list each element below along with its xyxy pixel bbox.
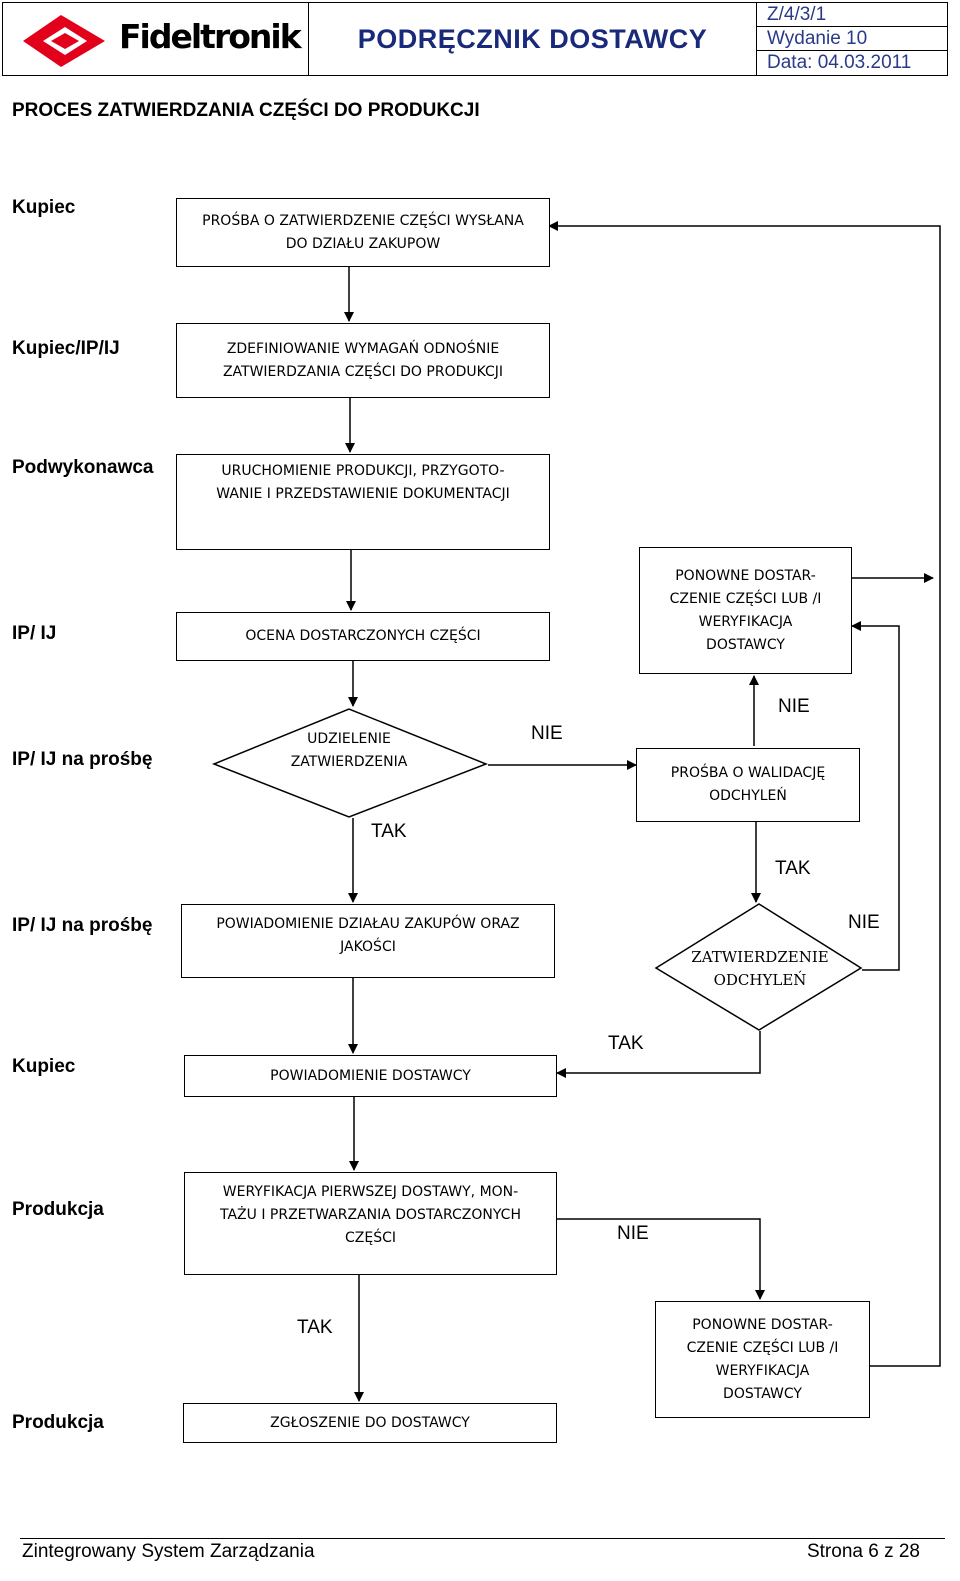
- role-label: Podwykonawca: [12, 457, 154, 478]
- label-no: NIE: [531, 723, 563, 744]
- box-line: WERYFIKACJA PIERWSZEJ DOSTAWY, MON-: [222, 1184, 519, 1200]
- box-define-requirements: ZDEFINIOWANIE WYMAGAŃ ODNOŚNIE ZATWIERDZA…: [176, 323, 550, 398]
- flow-arrow: [851, 621, 900, 971]
- role-label: Produkcja: [12, 1412, 104, 1433]
- box-line: CZĘŚCI: [344, 1230, 396, 1246]
- box-line: URUCHOMIENIE PRODUKCJI, PRZYGOTO-: [221, 463, 505, 479]
- footer-system: Zintegrowany System Zarządzania: [22, 1541, 315, 1562]
- box-line: CZENIE CZĘŚCI LUB /I: [686, 1339, 839, 1356]
- document-meta: Z/4/3/1 Wydanie 10 Data: 04.03.2011: [757, 3, 947, 75]
- flow-arrow: [557, 1218, 765, 1300]
- box-redelivery-bottom: PONOWNE DOSTAR- CZENIE CZĘŚCI LUB /I WERYF…: [655, 1301, 870, 1418]
- box-line: WANIE I PRZEDSTAWIENIE DOKUMENTACJI: [216, 486, 510, 502]
- decision-deviation-text: ZATWIERDZENIE ODCHYLEŃ: [675, 946, 845, 992]
- document-code: Z/4/3/1: [757, 3, 947, 27]
- box-line: UDZIELENIE: [307, 731, 391, 747]
- fideltronik-logo-icon: [23, 15, 105, 67]
- box-line: WERYFIKACJA: [715, 1362, 810, 1379]
- box-line: DOSTAWCY: [706, 636, 785, 653]
- label-yes: TAK: [297, 1317, 333, 1338]
- box-line: PROŚBA O ZATWIERDZENIE CZĘŚCI WYSŁANA: [202, 212, 524, 229]
- document-date: Data: 04.03.2011: [767, 52, 912, 73]
- flow-arrow: [548, 221, 941, 1367]
- label-no: NIE: [778, 696, 810, 717]
- box-redelivery-top: PONOWNE DOSTAR- CZENIE CZĘŚCI LUB /I WERYF…: [639, 547, 852, 674]
- box-line: WERYFIKACJA: [698, 613, 793, 630]
- document-edition: Wydanie 10: [757, 27, 947, 51]
- box-line: PROŚBA O WALIDACJĘ: [670, 765, 826, 781]
- brand-name: Fideltronik: [119, 17, 302, 56]
- box-line: ODCHYLEŃ: [709, 788, 787, 804]
- box-request-approval: PROŚBA O ZATWIERDZENIE CZĘŚCI WYSŁANA DO …: [176, 198, 550, 267]
- label-yes: TAK: [371, 821, 407, 842]
- page-title: PROCES ZATWIERDZANIA CZĘŚCI DO PRODUKCJI: [12, 100, 480, 121]
- box-delivery-report: ZGŁOSZENIE DO DOSTAWCY: [183, 1403, 557, 1443]
- box-line: JAKOŚCI: [340, 939, 396, 955]
- decision-diamond-approval: [211, 708, 489, 818]
- label-yes: TAK: [608, 1033, 644, 1054]
- box-line: POWIADOMIENIE DZIAŁAU ZAKUPÓW ORAZ: [216, 916, 520, 932]
- box-deviation-request: PROŚBA O WALIDACJĘ ODCHYLEŃ: [636, 748, 860, 822]
- role-label: Kupiec/IP/IJ: [12, 338, 120, 359]
- box-line: PONOWNE DOSTAR-: [675, 567, 816, 584]
- label-yes: TAK: [775, 858, 811, 879]
- box-notify-supplier: POWIADOMIENIE DOSTAWCY: [184, 1055, 557, 1097]
- box-line: ZDEFINIOWANIE WYMAGAŃ ODNOŚNIE: [226, 340, 500, 357]
- footer-page-number: Strona 6 z 28: [806, 1541, 920, 1562]
- box-start-production: URUCHOMIENIE PRODUKCJI, PRZYGOTO- WANIE I…: [176, 454, 550, 550]
- box-line: PONOWNE DOSTAR-: [692, 1316, 833, 1333]
- box-evaluate-parts: OCENA DOSTARCZONYCH CZĘŚCI: [176, 612, 550, 661]
- box-verify-first-delivery: WERYFIKACJA PIERWSZEJ DOSTAWY, MON- TAŻU …: [184, 1172, 557, 1275]
- document-header: Fideltronik PODRĘCZNIK DOSTAWCY Z/4/3/1 …: [2, 2, 948, 76]
- flow-arrow: [556, 1031, 761, 1078]
- box-line: ZATWIERDZENIE: [691, 948, 829, 966]
- logo-cell: Fideltronik: [3, 3, 309, 75]
- label-no: NIE: [848, 912, 880, 933]
- decision-diamond-deviation: [654, 903, 863, 1031]
- role-label: IP/ IJ: [12, 623, 57, 644]
- role-label: Kupiec: [12, 197, 76, 218]
- box-line: ODCHYLEŃ: [713, 971, 807, 989]
- box-line: ZATWIERDZENIA: [290, 754, 408, 770]
- footer-divider: [20, 1538, 945, 1539]
- role-label: Kupiec: [12, 1056, 76, 1077]
- box-line: DO DZIAŁU ZAKUPOW: [285, 235, 441, 252]
- manual-title: PODRĘCZNIK DOSTAWCY: [309, 3, 757, 75]
- box-notify-department: POWIADOMIENIE DZIAŁAU ZAKUPÓW ORAZ JAKOŚC…: [181, 904, 555, 978]
- role-label: IP/ IJ na prośbę: [12, 915, 153, 936]
- box-line: CZENIE CZĘŚCI LUB /I: [669, 590, 822, 607]
- role-label: Produkcja: [12, 1199, 104, 1220]
- box-line: ZATWIERDZANIA CZĘŚCI DO PRODUKCJI: [222, 363, 504, 380]
- box-line: DOSTAWCY: [723, 1385, 802, 1402]
- box-line: TAŻU I PRZETWARZANIA DOSTARCZONYCH: [220, 1207, 521, 1223]
- role-label: IP/ IJ na prośbę: [12, 749, 153, 770]
- decision-approval-text: UDZIELENIE ZATWIERDZENIA: [264, 728, 434, 774]
- label-no: NIE: [617, 1223, 649, 1244]
